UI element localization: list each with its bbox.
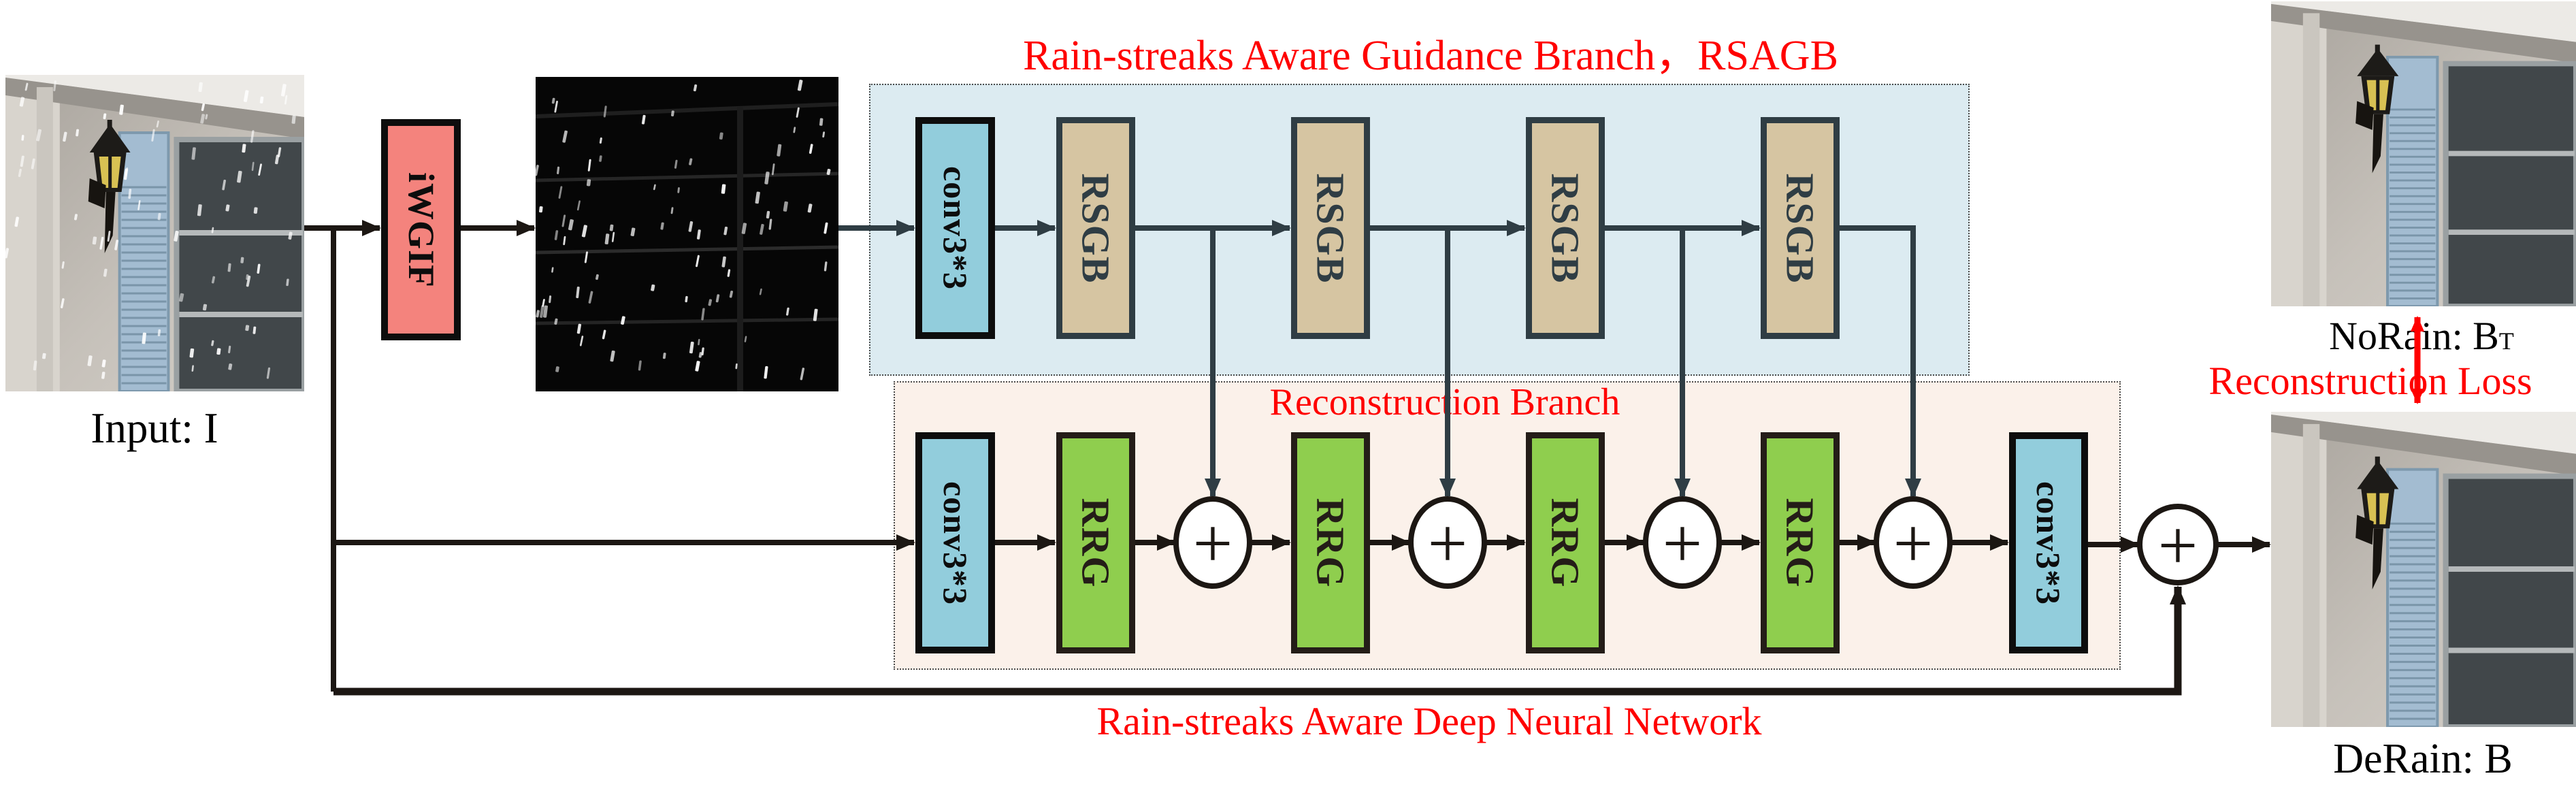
guidance-branch-wires (838, 220, 1921, 498)
rrg-label: RRG (1543, 498, 1588, 588)
rrg-block-3: RRG (1526, 432, 1605, 653)
conv3x3-block-reconstruction-in: conv3*3 (915, 432, 995, 653)
rrg-block-1: RRG (1056, 432, 1135, 653)
conv3x3-block-guidance: conv3*3 (915, 117, 995, 339)
rrg-label: RRG (1308, 498, 1353, 588)
rrg-block-2: RRG (1291, 432, 1370, 653)
rrg-label: RRG (1073, 498, 1118, 588)
input-caption: Input: I (91, 404, 218, 452)
rsgb-label: RSGB (1073, 173, 1118, 283)
network-title: Rain-streaks Aware Deep Neural Network (1096, 699, 1762, 743)
rrg-label: RRG (1778, 498, 1823, 588)
conv3x3-label: conv3*3 (936, 481, 975, 605)
derain-output-photo (2271, 412, 2576, 727)
iwgif-block: iWGIF (381, 119, 461, 340)
sum-node-plus-signs: + + + + + (1193, 504, 2198, 585)
iwgif-label: iWGIF (400, 172, 442, 288)
derain-caption: DeRain: B (2333, 736, 2513, 782)
conv3x3-label: conv3*3 (936, 166, 975, 290)
rsgb-block-2: RSGB (1291, 117, 1370, 339)
reconstruction-branch-wires (304, 220, 2271, 696)
input-rain-photo (5, 75, 304, 391)
sum-nodes (1173, 496, 2219, 589)
conv3x3-label: conv3*3 (2029, 481, 2068, 605)
rsgb-label: RSGB (1778, 173, 1823, 283)
rain-streaks-map-photo (536, 77, 838, 391)
plus-icon: + (1193, 504, 1233, 583)
rsgb-block-3: RSGB (1526, 117, 1605, 339)
rsgb-block-1: RSGB (1056, 117, 1135, 339)
reconstruction-loss-label: Reconstruction Loss (2208, 359, 2532, 403)
conv3x3-block-reconstruction-out: conv3*3 (2009, 432, 2088, 653)
plus-icon: + (1893, 504, 1934, 583)
rrg-block-4: RRG (1761, 432, 1840, 653)
rsgb-label: RSGB (1543, 173, 1588, 283)
rsgb-block-4: RSGB (1761, 117, 1840, 339)
plus-icon: + (1428, 504, 1468, 583)
plus-icon: + (1663, 504, 1703, 583)
norain-ground-truth-photo (2271, 1, 2576, 306)
rsgb-label: RSGB (1308, 173, 1353, 283)
guidance-branch-title: Rain-streaks Aware Guidance Branch，RSAGB (1023, 33, 1838, 79)
plus-icon: + (2158, 506, 2198, 585)
norain-caption-subscript: T (2498, 327, 2514, 355)
